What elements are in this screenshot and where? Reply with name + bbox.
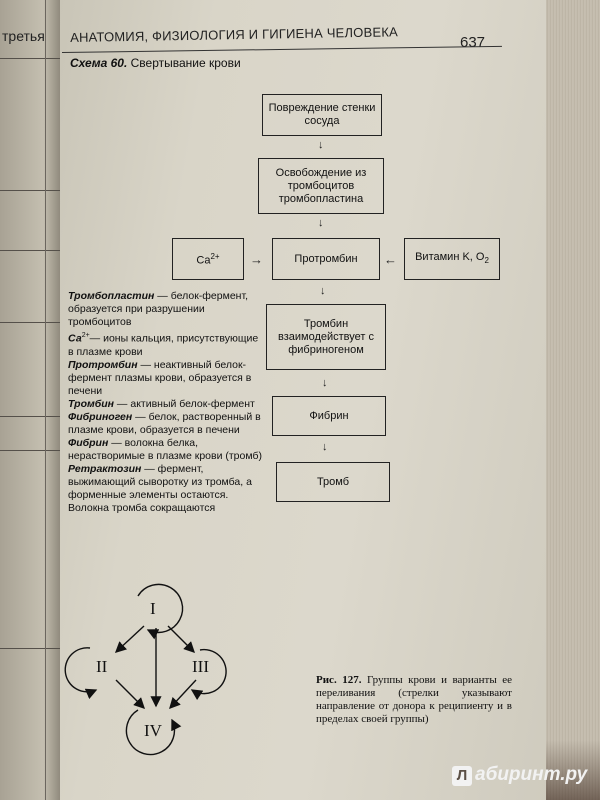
table-column-rule xyxy=(45,0,46,800)
figure-caption: Рис. 127. Группы крови и варианты ее пер… xyxy=(316,674,512,726)
legend: Тромбопластин — белок-фермент, образуетс… xyxy=(68,290,264,515)
figure-label: Рис. 127. xyxy=(316,674,362,686)
arrow-iii-to-iv xyxy=(169,679,197,710)
arrow-down-icon: ↓ xyxy=(322,377,328,389)
arrow-down-icon: ↓ xyxy=(320,285,326,297)
box-fibrin: Фибрин xyxy=(272,396,386,436)
scheme-title-text: Свертывание крови xyxy=(130,56,241,70)
box-prothrombin: Протромбин xyxy=(272,238,380,280)
group-ii-label: II xyxy=(96,657,108,676)
box-vitamin: Витамин K, O2 xyxy=(404,238,500,280)
legend-entry: Са2+— ионы кальция, присутствующие в пла… xyxy=(68,332,259,358)
legend-entry: Протромбин — неактивный белок-фермент пл… xyxy=(68,358,252,397)
blood-group-diagram: I II III IV xyxy=(64,583,227,756)
arrow-down-icon: ↓ xyxy=(318,139,324,151)
watermark-text: абиринт.ру xyxy=(475,764,588,785)
legend-entry: Тромбин — активный белок-фермент xyxy=(68,397,255,410)
table-rule xyxy=(0,58,60,59)
table-rule xyxy=(0,648,60,649)
arrow-ii-to-iv xyxy=(115,679,145,709)
page-number: 637 xyxy=(460,34,486,51)
arrow-left-icon: ← xyxy=(384,252,397,267)
legend-entry: Фибрин — волокна белка, нерастворимые в … xyxy=(68,436,262,462)
self-arrow-iv xyxy=(125,709,182,756)
legend-entry: Ретрактозин — фермент, выжимающий сыворо… xyxy=(68,462,252,514)
page-edges xyxy=(546,0,600,800)
figure-caption-text: Группы крови и варианты ее переливания (… xyxy=(316,674,512,725)
self-arrow-ii xyxy=(64,647,98,700)
group-iv-label: IV xyxy=(144,721,163,740)
group-iii-label: III xyxy=(192,657,209,676)
book-page xyxy=(60,0,548,800)
scheme-label: Схема 60. xyxy=(70,56,128,70)
arrow-right-icon: → xyxy=(250,252,263,267)
table-rule xyxy=(0,322,60,323)
box-vessel-damage: Повреждение стенки сосуда xyxy=(262,94,382,136)
left-page-edge: третья xyxy=(0,0,62,800)
watermark-logo-icon: Л xyxy=(452,766,472,786)
table-rule xyxy=(0,190,60,191)
table-rule xyxy=(0,250,60,251)
left-page-tab-word: третья xyxy=(2,28,45,44)
arrow-i-to-iii xyxy=(167,625,195,653)
group-i-label: I xyxy=(150,599,156,618)
box-thromboplastin-release: Освобождение из тромбоцитов тромбопласти… xyxy=(258,158,384,214)
box-clot: Тромб xyxy=(276,462,390,502)
self-arrow-iii xyxy=(190,648,227,701)
arrow-down-icon: ↓ xyxy=(322,441,328,453)
legend-entry: Фибриноген — белок, растворенный в плазм… xyxy=(68,410,261,436)
table-rule xyxy=(0,416,60,417)
table-rule xyxy=(0,450,60,451)
box-calcium: Ca2+ xyxy=(172,238,244,280)
self-arrow-i xyxy=(137,583,184,640)
box-thrombin: Тромбин взаимодействует с фибриногеном xyxy=(266,304,386,370)
arrow-i-to-ii xyxy=(114,625,145,653)
legend-entry: Тромбопластин — белок-фермент, образуетс… xyxy=(68,290,249,328)
scheme-title: Схема 60. Свертывание крови xyxy=(70,56,241,70)
arrow-down-icon: ↓ xyxy=(318,217,324,229)
